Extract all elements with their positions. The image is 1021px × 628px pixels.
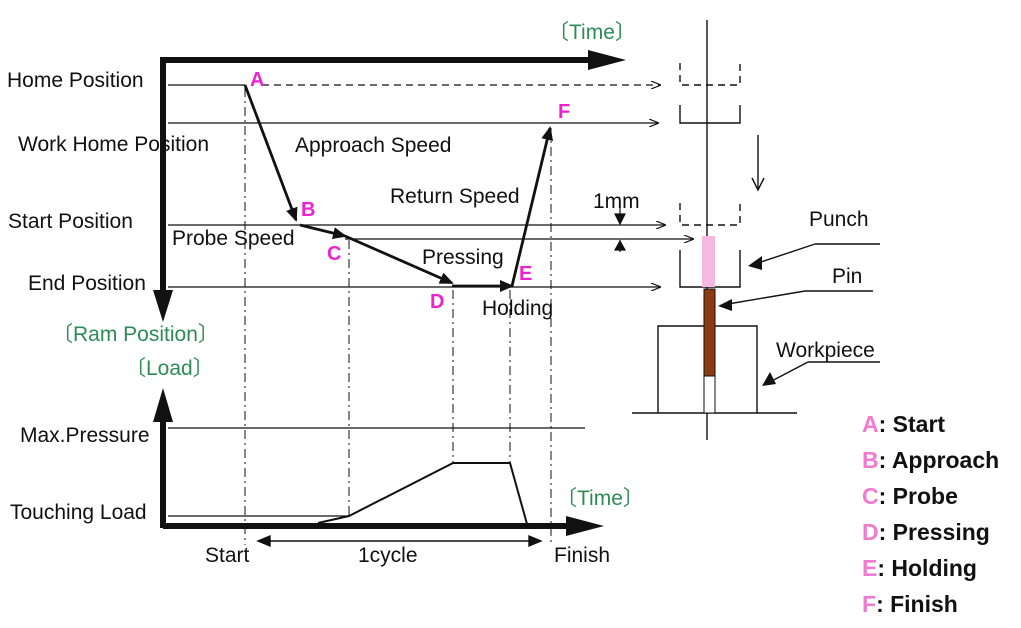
- cycle-start-label: Start: [205, 544, 250, 567]
- pressing-label: Pressing: [422, 246, 504, 269]
- load-curve: [317, 462, 528, 525]
- legend-letter: D: [862, 519, 879, 545]
- load-levels: [168, 427, 585, 517]
- home-position-label: Home Position: [7, 69, 144, 92]
- legend-item: A: Start: [862, 411, 945, 437]
- legend-item: C: Probe: [862, 483, 958, 509]
- time-guides: [244, 88, 552, 545]
- approach-speed-label: Approach Speed: [295, 134, 451, 157]
- cycle-arrow: [256, 534, 543, 548]
- legend-letter: F: [862, 591, 876, 617]
- point-f-label: F: [558, 101, 570, 123]
- load-axes: [153, 388, 604, 536]
- legend-text: : Holding: [877, 555, 977, 581]
- legend-item: D: Pressing: [862, 519, 990, 545]
- point-a-label: A: [250, 69, 264, 91]
- pin-label: Pin: [832, 265, 862, 288]
- touching-load-label: Touching Load: [10, 501, 147, 524]
- legend-text: : Pressing: [879, 519, 990, 545]
- point-d-label: D: [430, 291, 444, 313]
- ram-position-axis-label: 〔Ram Position〕: [52, 323, 219, 346]
- legend-letter: E: [862, 555, 877, 581]
- dimension-label: 1mm: [593, 190, 640, 213]
- point-b-label: B: [301, 199, 315, 221]
- ram-position-axes: [153, 50, 626, 322]
- pin-hole: [703, 375, 716, 414]
- position-lines: [168, 85, 693, 287]
- punch-tip: [702, 236, 715, 287]
- legend-letter: A: [862, 411, 879, 437]
- legend-item: B: Approach: [862, 447, 999, 473]
- dimension-1mm: [613, 203, 627, 252]
- legend-text: : Finish: [876, 591, 958, 617]
- time-axis-label-top: 〔Time〕: [548, 21, 636, 44]
- max-pressure-label: Max.Pressure: [20, 424, 150, 447]
- legend-text: : Approach: [879, 447, 1000, 473]
- end-position-label: End Position: [28, 272, 146, 295]
- work-home-position-label: Work Home Position: [18, 133, 209, 156]
- point-c-label: C: [327, 243, 341, 265]
- probe-speed-label: Probe Speed: [172, 227, 295, 250]
- cycle-finish-label: Finish: [554, 544, 610, 567]
- legend: A: Start B: Approach C: Probe D: Pressin…: [862, 411, 999, 617]
- pin-leader-arrowhead: [718, 299, 732, 311]
- start-position-label: Start Position: [8, 210, 133, 233]
- return-speed-label: Return Speed: [390, 185, 520, 208]
- pin: [703, 288, 716, 377]
- holding-label: Holding: [482, 297, 553, 320]
- ram-path: [243, 84, 554, 292]
- cycle-length-label: 1cycle: [358, 544, 418, 567]
- workpiece-leader-arrowhead: [762, 372, 776, 386]
- legend-item: F: Finish: [862, 591, 958, 617]
- legend-letter: B: [862, 447, 879, 473]
- time-axis-label-bottom: 〔Time〕: [556, 487, 644, 510]
- punch-leader-arrowhead: [748, 256, 762, 270]
- point-e-label: E: [519, 263, 532, 285]
- punch-label: Punch: [809, 208, 869, 231]
- load-axis-label: 〔Load〕: [125, 357, 214, 380]
- legend-text: : Start: [879, 411, 946, 437]
- workpiece-label: Workpiece: [776, 339, 875, 362]
- legend-item: E: Holding: [862, 555, 977, 581]
- legend-text: : Probe: [879, 483, 958, 509]
- legend-letter: C: [862, 483, 879, 509]
